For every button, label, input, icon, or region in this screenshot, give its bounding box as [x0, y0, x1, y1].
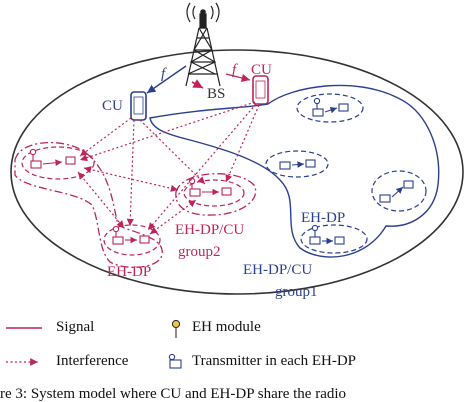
label-eh-dp-red: EH-DP	[107, 264, 151, 280]
base-station-tower-icon	[185, 2, 221, 87]
label-cu-right: CU	[251, 62, 272, 78]
label-group2-line2: group2	[178, 244, 221, 260]
eh-dp-red-1	[21, 146, 95, 180]
eh-dp-red-3	[183, 179, 245, 207]
label-group2-line1: EH-DP/CU	[175, 222, 244, 238]
label-f-right: f	[232, 62, 238, 78]
cu-left-phone-icon	[130, 91, 147, 121]
eh-dp-blue-1	[296, 93, 364, 123]
legend-signal-label: Signal	[56, 319, 95, 335]
interference-lines	[77, 101, 260, 235]
blue-devices	[279, 97, 414, 245]
eh-dp-blue-4	[300, 224, 368, 254]
transmitter-icon	[168, 353, 182, 369]
legend-eh-module-label: EH module	[192, 319, 261, 335]
cell-boundary	[10, 49, 464, 295]
eh-dp-blue-2	[265, 150, 329, 178]
label-cu-left: CU	[102, 98, 123, 114]
label-f-left: f	[161, 66, 167, 82]
eh-dp-blue-3	[371, 170, 427, 212]
legend-transmitter-label: Transmitter in each EH-DP	[192, 353, 357, 369]
label-bs: BS	[207, 86, 225, 102]
cu-right-phone-icon	[252, 75, 269, 105]
signal-bs-to-cu-right	[225, 73, 251, 83]
signal-bs-to-cu-left	[146, 65, 187, 94]
label-group1-line1: EH-DP/CU	[243, 262, 312, 278]
label-eh-dp-blue: EH-DP	[301, 210, 345, 226]
eh-dp-red-2	[103, 224, 161, 256]
legend-interference-label: Interference	[56, 353, 129, 369]
label-group1-line2: group1	[275, 284, 318, 300]
group1-boundary	[149, 84, 440, 258]
signal-bs-short	[191, 79, 204, 89]
eh-module-icon	[171, 319, 181, 338]
figure-caption: re 3: System model where CU and EH-DP sh…	[0, 386, 347, 402]
